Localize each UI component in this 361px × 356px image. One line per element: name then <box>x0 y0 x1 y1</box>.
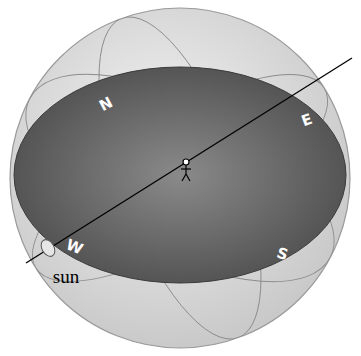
sun-disk <box>38 237 57 259</box>
sphere <box>10 8 350 348</box>
horizon-plane <box>14 67 346 283</box>
sun-label: sun <box>53 267 79 286</box>
sun-path <box>26 58 352 263</box>
observer-figure <box>181 159 191 181</box>
